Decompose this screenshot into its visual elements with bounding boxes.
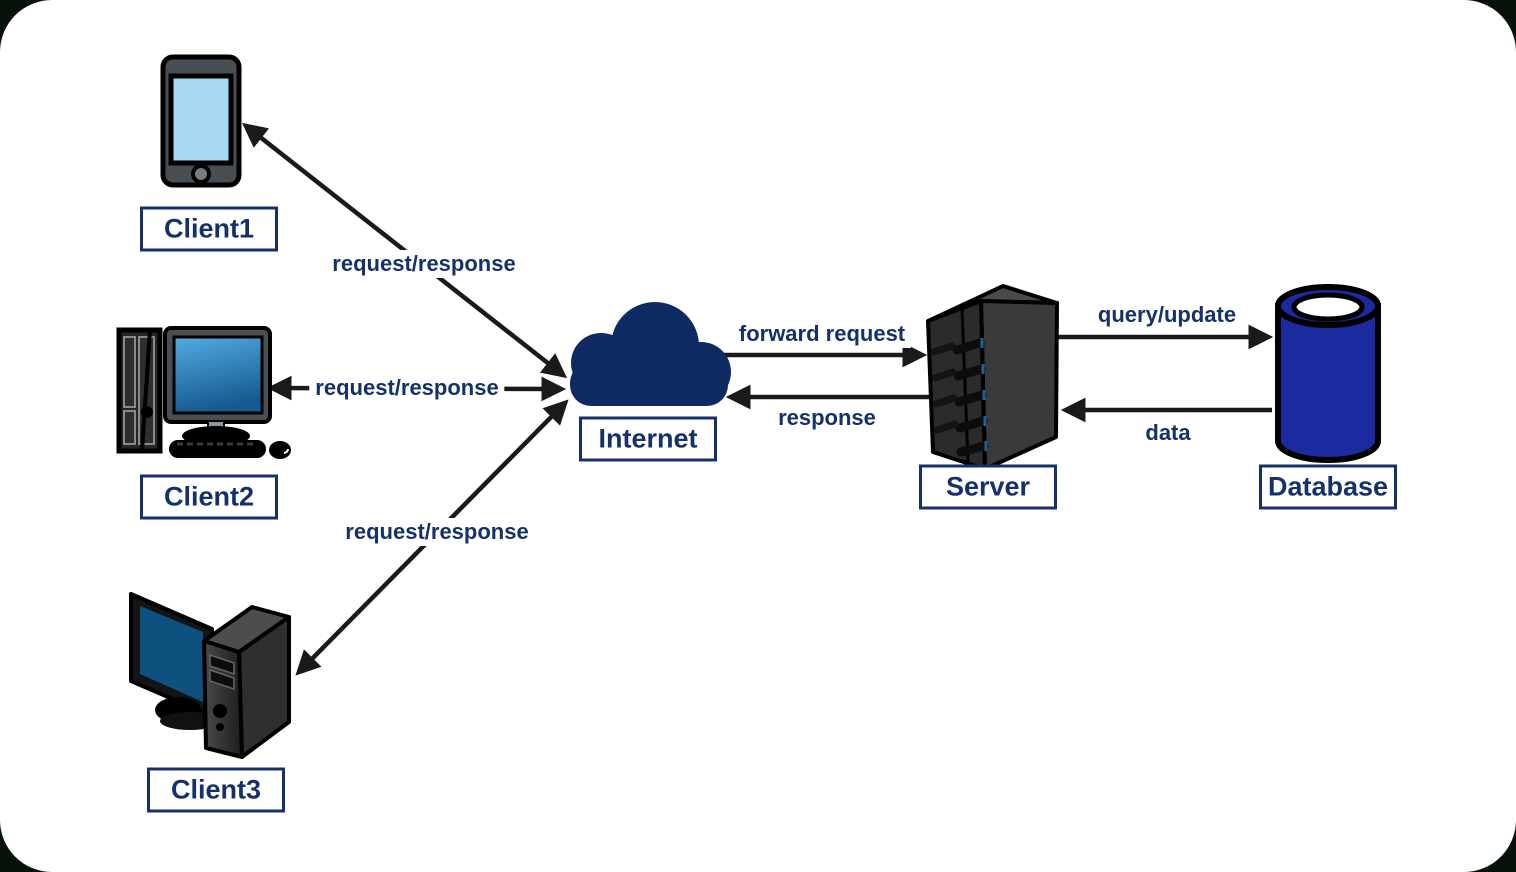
monitor-screen — [172, 335, 264, 415]
edge-label-response: response — [772, 404, 882, 432]
smartphone-icon — [160, 54, 242, 188]
smartphone-home-button — [191, 164, 211, 184]
workstation-icon — [129, 592, 291, 759]
node-label-client1: Client1 — [140, 206, 278, 252]
server-drive-bays — [952, 338, 989, 457]
mouse — [269, 441, 291, 459]
desktop-computer-icon — [116, 326, 291, 459]
edge-label-client2-internet: request/response — [309, 374, 505, 402]
database-body — [1275, 303, 1381, 463]
smartphone-screen — [168, 73, 234, 166]
edge-label-data: data — [1139, 419, 1197, 447]
edge-label-client1-internet: request/response — [326, 250, 522, 278]
c3-drive-slot — [209, 668, 235, 691]
node-label-client2: Client2 — [140, 474, 278, 520]
database-cylinder-icon — [1275, 284, 1381, 463]
node-label-database: Database — [1259, 464, 1397, 510]
server-tower-icon — [926, 284, 1059, 471]
node-label-client3: Client3 — [147, 767, 285, 813]
node-label-internet: Internet — [579, 416, 717, 462]
c3-keyhole — [213, 704, 227, 718]
c3-drive-slot — [209, 653, 235, 676]
tower-panel — [123, 410, 136, 445]
mouse-highlight — [283, 448, 289, 454]
edge-label-client3-internet: request/response — [339, 518, 535, 546]
cloud-icon — [570, 302, 731, 406]
edge-label-forward-request: forward request — [732, 320, 912, 348]
server-vent-slots — [930, 342, 959, 434]
server-side-face — [979, 299, 1059, 471]
c3-keyhole-stem — [216, 723, 224, 731]
tower-stripe — [140, 329, 152, 452]
edge-label-query-update: query/update — [1091, 301, 1243, 329]
server-led-accents — [980, 338, 988, 451]
tower-panel — [123, 336, 136, 408]
server-front-divider — [960, 307, 970, 463]
tower-power-button — [141, 406, 153, 418]
cloud-base — [570, 362, 728, 406]
database-opening — [1291, 292, 1365, 322]
node-label-server: Server — [919, 464, 1057, 510]
c3-monitor-screen — [140, 606, 203, 702]
